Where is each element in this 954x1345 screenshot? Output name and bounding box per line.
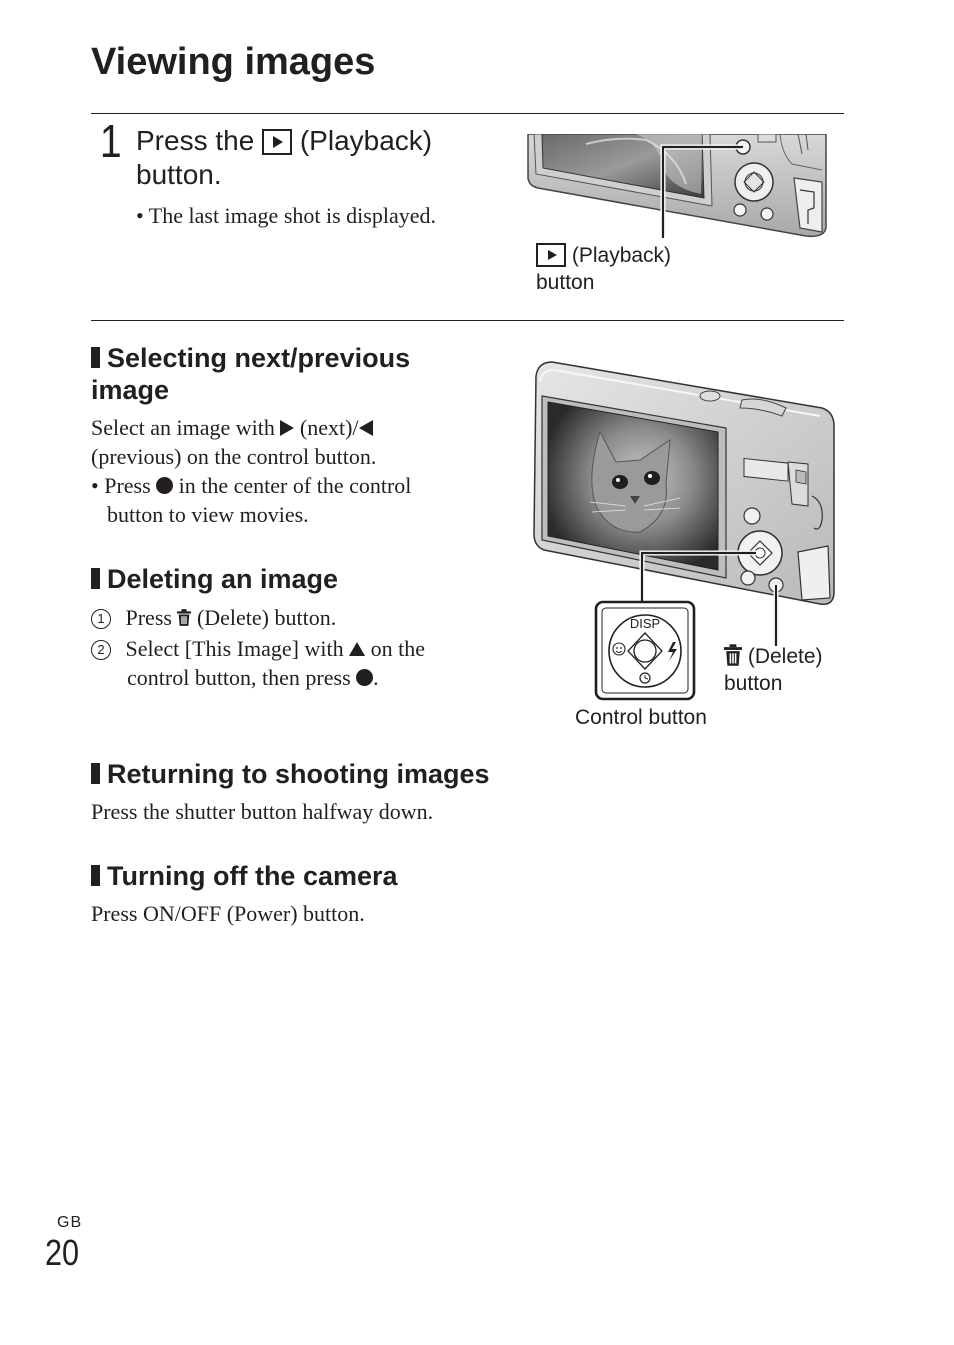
heading-next-previous-text: Selecting next/previous image — [91, 343, 411, 405]
page-number: 20 — [45, 1232, 80, 1273]
camera-angled-figure: DISP — [533, 361, 835, 701]
section-rule — [91, 320, 844, 321]
heading-returning: Returning to shooting images — [91, 758, 490, 790]
delete-step1-b: (Delete) button. — [196, 605, 337, 630]
step-bullet: • The last image shot is displayed. — [136, 203, 436, 228]
trash-icon — [177, 609, 192, 626]
heading-deleting-text: Deleting an image — [107, 564, 339, 594]
page-title: Viewing images — [91, 41, 376, 83]
playback-callout: (Playback) button — [536, 242, 671, 296]
step-circle-1: 1 — [91, 609, 111, 629]
heading-next-previous: Selecting next/previous image — [91, 342, 461, 406]
step-number: 1 — [99, 115, 122, 167]
delete-callout: (Delete) button — [724, 643, 823, 697]
movie-bullet-end: button to view movies. — [107, 502, 309, 527]
next-arrow-icon — [280, 420, 295, 436]
heading-marker — [91, 568, 100, 589]
delete-step2-d: . — [373, 665, 379, 690]
delete-callout-label: (Delete) — [747, 645, 823, 668]
camera-back-figure — [527, 134, 827, 238]
delete-step-1: 1 Press (Delete) button. — [91, 603, 471, 632]
control-button-callout: Control button — [575, 706, 707, 729]
center-button-icon — [356, 669, 374, 686]
heading-marker — [91, 865, 100, 886]
movie-bullet-middle: in the center of the control — [178, 473, 412, 498]
turning-off-body: Press ON/OFF (Power) button. — [91, 901, 365, 926]
playback-callout-button: button — [536, 271, 595, 294]
heading-turning-off-text: Turning off the camera — [107, 861, 398, 891]
playback-icon — [262, 129, 293, 155]
trash-icon — [724, 644, 742, 666]
delete-callout-button: button — [724, 672, 783, 695]
delete-step1-a: Press — [125, 605, 172, 630]
returning-body: Press the shutter button halfway down. — [91, 799, 434, 824]
delete-step2-a: Select [This Image] with — [125, 636, 344, 661]
center-button-icon — [156, 477, 174, 494]
next-previous-line1: Select an image with — [91, 415, 275, 440]
region-code: GB — [57, 1214, 83, 1231]
heading-returning-text: Returning to shooting images — [107, 759, 490, 789]
step-circle-2: 2 — [91, 640, 111, 660]
playback-icon-small — [536, 243, 566, 267]
heading-deleting: Deleting an image — [91, 563, 338, 595]
delete-step-2: 2 Select [This Image] with on the contro… — [91, 634, 471, 692]
delete-step2-c: control button, then press — [127, 665, 351, 690]
step-text-before: Press the — [136, 125, 255, 156]
playback-callout-label: (Playback) — [571, 244, 672, 267]
next-previous-line2: (previous) on the control button. — [91, 444, 377, 469]
step-text-after: (Playback) button. — [136, 125, 433, 190]
next-previous-body: Select an image with (next)/ (previous) … — [91, 413, 471, 529]
up-arrow-icon — [349, 642, 366, 656]
heading-marker — [91, 763, 100, 784]
previous-arrow-icon — [358, 420, 373, 436]
step-instruction: Press the (Playback) button. — [136, 124, 496, 192]
disp-label: DISP — [630, 616, 660, 631]
next-label: (next)/ — [299, 415, 359, 440]
heading-marker — [91, 347, 100, 368]
heading-turning-off: Turning off the camera — [91, 860, 398, 892]
title-rule — [91, 113, 844, 114]
movie-bullet-start: • Press — [91, 473, 151, 498]
delete-steps: 1 Press (Delete) button. 2 Select [This … — [91, 603, 471, 692]
delete-step2-b: on the — [370, 636, 425, 661]
